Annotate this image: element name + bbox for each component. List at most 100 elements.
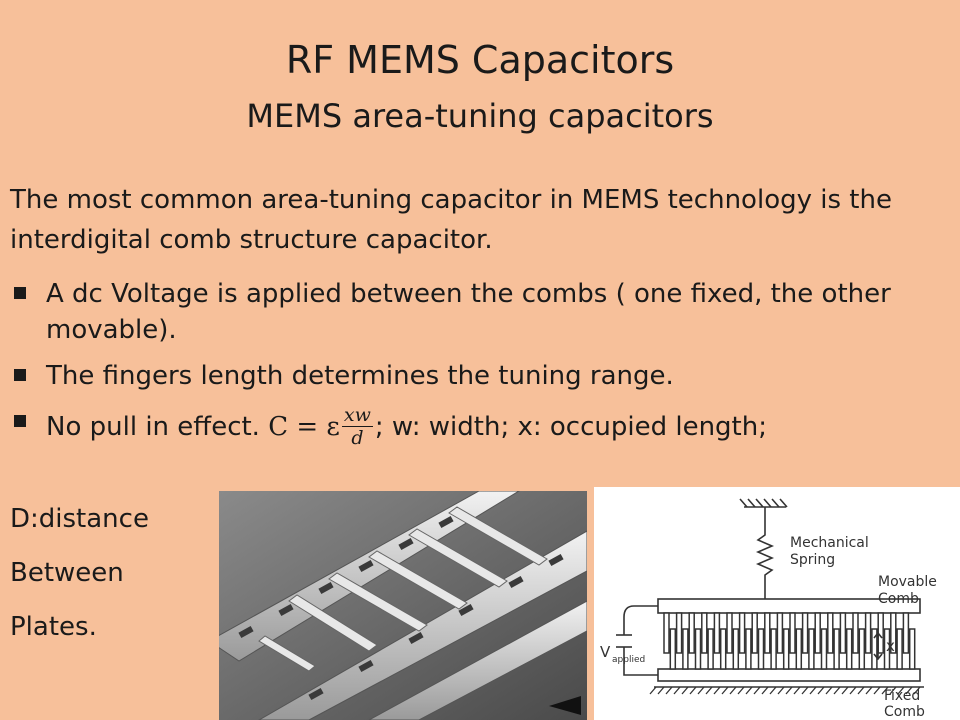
ground-hatch — [665, 686, 673, 695]
movable-label-1: Movable — [878, 574, 937, 590]
fixed-finger — [782, 628, 790, 670]
ground-hatch — [737, 686, 745, 695]
movable-finger — [701, 612, 708, 654]
fixed-finger — [669, 628, 677, 670]
fixed-finger — [719, 628, 727, 670]
x-label: x — [886, 637, 895, 655]
movable-finger — [688, 612, 695, 654]
bullet-item: The fingers length determines the tuning… — [10, 358, 950, 394]
bullet-list: A dc Voltage is applied between the comb… — [10, 276, 950, 459]
fixed-finger — [908, 628, 916, 670]
movable-finger — [726, 612, 733, 654]
ground-hatch — [713, 686, 721, 695]
movable-finger — [852, 612, 859, 654]
ground-hatch — [897, 686, 905, 695]
ground-hatch — [913, 686, 921, 695]
movable-finger — [827, 612, 834, 654]
fixed-finger — [682, 628, 689, 670]
ground-hatch — [801, 686, 809, 695]
ground-hatch — [825, 686, 833, 695]
intro-paragraph: The most common area-tuning capacitor in… — [10, 185, 892, 255]
v-label: V — [600, 643, 611, 661]
ground-hatch — [905, 686, 913, 695]
sem-micrograph-image — [219, 491, 587, 720]
fixed-finger — [757, 628, 765, 670]
movable-finger — [776, 612, 784, 654]
ground-hatch — [657, 686, 665, 695]
movable-finger — [814, 612, 821, 654]
movable-finger — [839, 612, 847, 654]
ground-hatch — [857, 686, 865, 695]
movable-finger — [864, 612, 872, 654]
movable-label-2: Comb — [878, 591, 919, 607]
ground-hatch — [673, 686, 681, 695]
ground-hatch — [753, 686, 761, 695]
fixed-label-1: Fixed — [884, 688, 920, 704]
ground-hatch — [873, 686, 881, 695]
ground-hatch — [705, 686, 713, 695]
comb-capacitor-diagram: Mechanical Spring Movable Comb Fixed Com… — [594, 487, 960, 720]
movable-finger — [764, 612, 771, 654]
square-bullet-icon — [14, 369, 26, 381]
square-bullet-icon — [14, 287, 26, 299]
fixed-finger — [707, 628, 714, 670]
fixed-finger — [732, 628, 740, 670]
ground-hatch — [761, 686, 769, 695]
ground-hatch — [881, 686, 889, 695]
fixed-finger — [795, 628, 803, 670]
bullet-text: The fingers length determines the tuning… — [46, 361, 674, 391]
ground-hatch — [889, 686, 897, 695]
movable-finger — [713, 612, 721, 654]
fraction-numerator: xw — [341, 404, 373, 427]
ground-hatch — [841, 686, 849, 695]
ground-hatch — [729, 686, 737, 695]
ground-hatch — [697, 686, 705, 695]
v-sub-label: applied — [612, 655, 645, 665]
fixed-finger — [845, 628, 853, 670]
bullet-suffix: ; w: width; x: occupied length; — [374, 411, 767, 442]
movable-finger — [890, 612, 897, 654]
movable-finger — [675, 612, 683, 654]
side-line: D:distance — [10, 504, 149, 534]
spring-label-2: Spring — [790, 552, 835, 568]
fixed-finger — [745, 628, 752, 670]
fixed-label-2: Comb — [884, 704, 925, 720]
ground-hatch — [689, 686, 697, 695]
ground-hatch — [793, 686, 801, 695]
ground-hatch — [745, 686, 753, 695]
bullet-text: A dc Voltage is applied between the comb… — [46, 279, 891, 345]
movable-finger — [902, 612, 910, 654]
fixed-finger — [694, 628, 702, 670]
fixed-finger — [833, 628, 840, 670]
fixed-finger — [883, 628, 891, 670]
ground-hatch — [849, 686, 857, 695]
slide-title: RF MEMS Capacitors — [285, 38, 675, 82]
sem-micrograph-svg — [219, 491, 587, 720]
ground-hatch — [681, 686, 689, 695]
fixed-finger — [820, 628, 828, 670]
fixed-finger — [896, 628, 903, 670]
spring-label-1: Mechanical — [790, 535, 869, 551]
fixed-finger — [858, 628, 866, 670]
fixed-finger — [808, 628, 815, 670]
fixed-finger — [770, 628, 777, 670]
ground-hatch — [649, 686, 657, 695]
equation-lhs: C = ε — [268, 411, 340, 442]
side-note: D:distance Between Plates. — [10, 500, 149, 662]
movable-finger — [663, 612, 670, 654]
fixed-finger — [871, 628, 878, 670]
ground-hatch — [721, 686, 729, 695]
ground-hatch — [833, 686, 841, 695]
bullet-prefix: No pull in effect. — [46, 411, 260, 442]
movable-finger — [738, 612, 746, 654]
comb-schematic-svg: Mechanical Spring Movable Comb Fixed Com… — [600, 498, 937, 720]
bullet-item: A dc Voltage is applied between the comb… — [10, 276, 950, 348]
ground-hatch — [865, 686, 873, 695]
slide-subtitle: MEMS area-tuning capacitors — [246, 97, 714, 135]
ground-hatch — [777, 686, 785, 695]
square-bullet-icon — [14, 415, 26, 427]
ground-hatch — [809, 686, 817, 695]
movable-finger — [801, 612, 809, 654]
fraction-denominator: d — [351, 427, 364, 449]
movable-finger — [751, 612, 758, 654]
